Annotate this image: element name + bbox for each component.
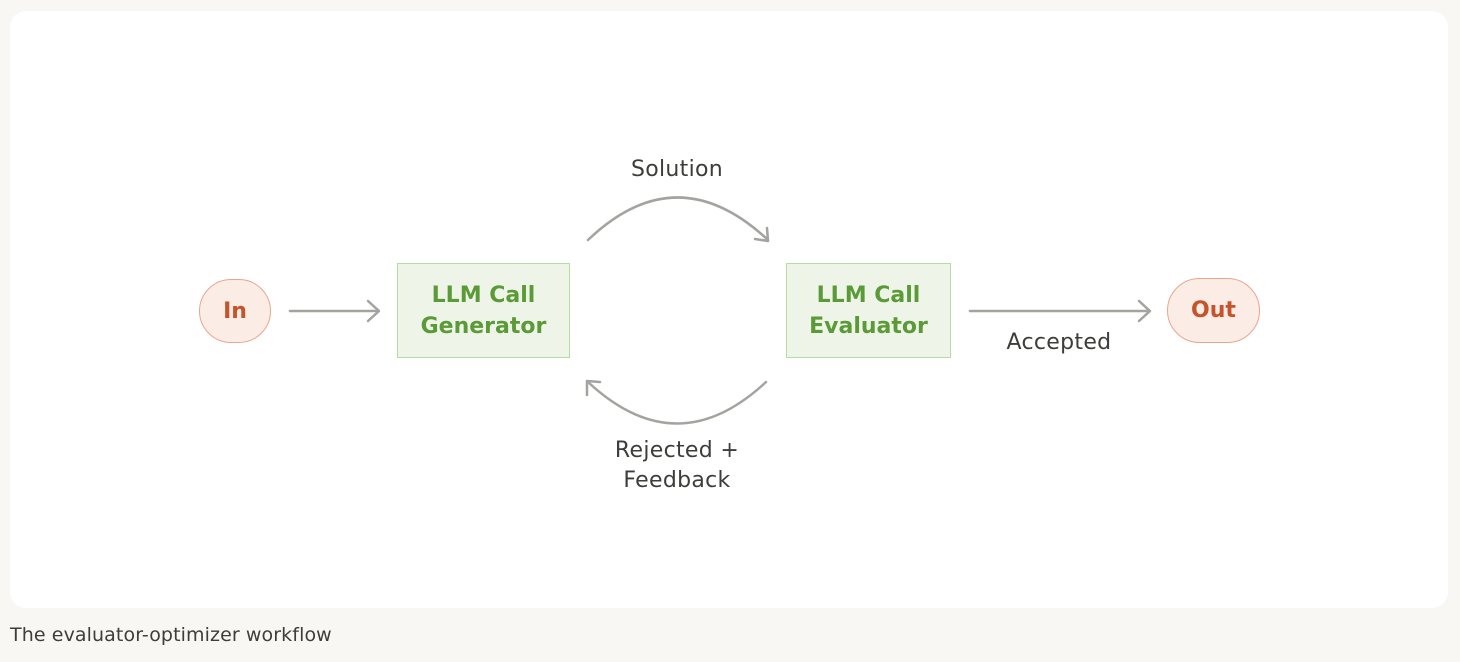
generator-node: LLM Call Generator [397, 263, 570, 358]
figure-caption: The evaluator-optimizer workflow [10, 624, 332, 646]
arrow-feedback-arc [585, 379, 768, 425]
input-node: In [199, 279, 271, 343]
output-node-label: Out [1191, 298, 1236, 323]
evaluator-node: LLM Call Evaluator [786, 263, 951, 358]
arrow-solution-arc [586, 196, 770, 243]
input-node-label: In [223, 298, 247, 324]
arrow-evaluator-to-out [968, 299, 1152, 323]
feedback-edge-label: Rejected + Feedback [567, 436, 787, 496]
rejected-label-line2: Feedback [623, 468, 731, 493]
evaluator-label-line1: LLM Call [816, 282, 921, 308]
rejected-label-line1: Rejected + [614, 438, 740, 463]
generator-label-line2: Generator [420, 313, 547, 339]
evaluator-label-line2: Evaluator [809, 313, 928, 339]
generator-label-line1: LLM Call [431, 282, 536, 308]
solution-edge-label: Solution [577, 155, 777, 185]
output-node: Out [1167, 278, 1260, 343]
accepted-edge-label: Accepted [979, 328, 1139, 358]
accepted-label: Accepted [1006, 330, 1112, 355]
arrow-in-to-generator [288, 299, 381, 323]
solution-label: Solution [630, 157, 724, 182]
